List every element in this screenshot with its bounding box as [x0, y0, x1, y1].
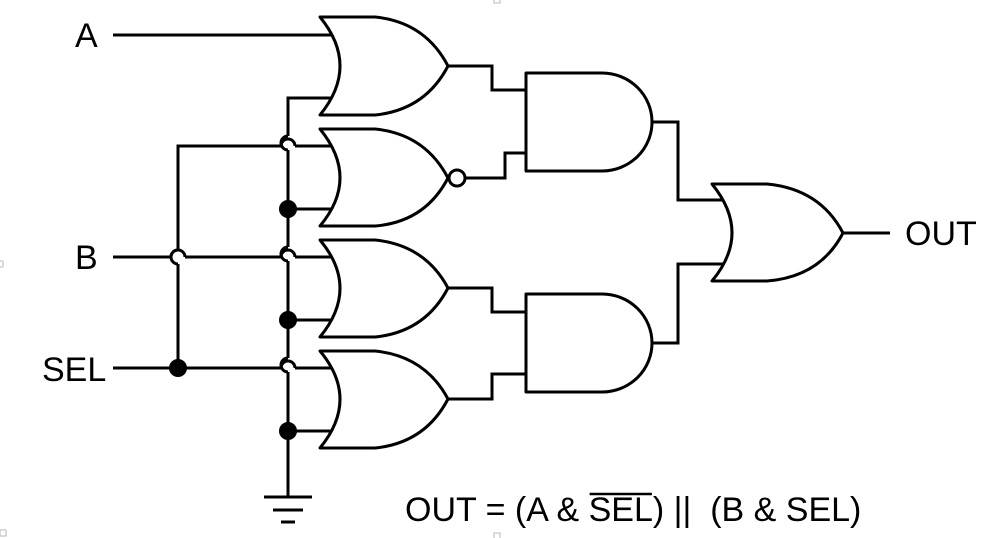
page-marker	[0, 260, 4, 268]
wire-or1-to-and1	[447, 64, 526, 92]
junction-ground-4	[279, 422, 297, 440]
wire-and2-to-or-out	[652, 262, 726, 345]
wire-or4-to-and2	[447, 372, 526, 401]
wire-sel-branch	[176, 144, 336, 368]
junction-ground-2	[279, 200, 297, 218]
wire-ground-bus	[286, 96, 336, 497]
hop-b-ground	[279, 248, 297, 258]
wire-and1-to-or-out	[652, 120, 726, 202]
or-gate-3	[318, 238, 450, 339]
or-gate-1	[318, 15, 450, 117]
equation-overlined: SEL	[589, 491, 653, 529]
page-marker	[0, 529, 7, 537]
equation-prefix: OUT = (A &	[405, 491, 589, 529]
hop-sel-ground	[279, 359, 297, 369]
or-gate-out	[710, 182, 845, 283]
nor-gate-2-bubble	[447, 168, 467, 188]
hop-b-sel	[169, 248, 187, 258]
page-marker	[493, 532, 501, 538]
label-input-b: B	[75, 239, 98, 277]
label-input-sel: SEL	[42, 351, 106, 389]
equation: OUT = (A & SEL) || (B & SEL)	[405, 491, 861, 529]
and-gate-2	[524, 292, 654, 394]
ground-symbol	[264, 495, 312, 524]
wire-nor2-to-and1	[466, 151, 526, 180]
and-gate-1	[524, 71, 654, 173]
equation-suffix: ) || (B & SEL)	[653, 491, 861, 529]
or-gate-4	[318, 349, 450, 450]
label-output: OUT	[905, 215, 977, 253]
junction-ground-3	[279, 311, 297, 329]
wire-or3-to-and2	[447, 286, 526, 314]
page-marker	[493, 0, 501, 4]
nor-gate-2	[318, 127, 450, 228]
junction-sel	[169, 359, 187, 377]
label-input-a: A	[75, 17, 98, 55]
hop-sel-ground-top	[279, 137, 297, 147]
